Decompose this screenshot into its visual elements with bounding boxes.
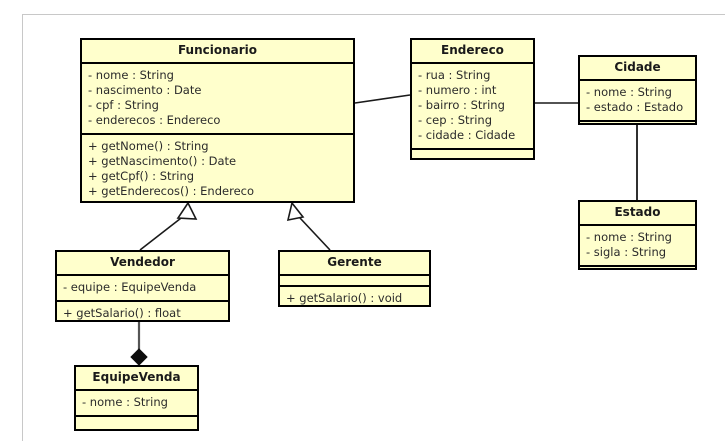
hollow-triangle-icon-gerente: [286, 201, 305, 222]
class-title-cidade: Cidade: [614, 60, 661, 74]
attributes-compartment-cidade: - nome : String - estado : Estado: [580, 79, 695, 120]
attribute-item: - nome : String: [82, 395, 168, 409]
attribute-item: - estado : Estado: [586, 100, 684, 114]
attributes-compartment-estado: - nome : String - sigla : String: [580, 224, 695, 265]
methods-compartment-estado: [580, 265, 695, 276]
uml-class-estado[interactable]: Estado - nome : String - sigla : String: [578, 200, 697, 270]
class-title-endereco: Endereco: [441, 43, 504, 57]
association-funcionario-endereco: [354, 94, 411, 104]
attribute-item: - cep : String: [418, 113, 493, 127]
attribute-item: - rua : String: [418, 68, 491, 82]
attribute-item: - equipe : EquipeVenda: [63, 280, 197, 294]
attribute-item: - cidade : Cidade: [418, 128, 516, 142]
methods-compartment-endereco: [412, 148, 533, 159]
canvas-frame: [22, 14, 725, 441]
method-item: + getNascimento() : Date: [88, 154, 237, 168]
attribute-item: - nascimento : Date: [88, 83, 202, 97]
attribute-item: - numero : int: [418, 83, 497, 97]
uml-class-gerente[interactable]: Gerente + getSalario() : void: [278, 250, 431, 307]
attribute-item: - nome : String: [586, 230, 672, 244]
uml-class-cidade[interactable]: Cidade - nome : String - estado : Estado: [578, 55, 697, 125]
class-title-funcionario: Funcionario: [177, 43, 258, 57]
class-title-estado: Estado: [614, 205, 661, 219]
method-item: + getNome() : String: [88, 139, 209, 153]
methods-compartment-gerente: + getSalario() : void: [280, 285, 429, 311]
attributes-compartment-gerente: [280, 274, 429, 285]
uml-class-vendedor[interactable]: Vendedor - equipe : EquipeVenda + getSal…: [55, 250, 230, 322]
attributes-compartment-endereco: - rua : String - numero : int - bairro :…: [412, 62, 533, 148]
methods-compartment-vendedor: + getSalario() : float: [57, 300, 228, 326]
generalization-line-gerente: [299, 217, 331, 251]
generalization-line-vendedor: [139, 214, 186, 251]
class-title-gerente: Gerente: [327, 255, 382, 269]
hollow-triangle-icon-vendedor: [176, 201, 198, 220]
filled-diamond-icon: [130, 348, 148, 366]
attribute-item: - nome : String: [586, 85, 672, 99]
methods-compartment-funcionario: + getNome() : String + getNascimento() :…: [82, 133, 353, 204]
uml-class-funcionario[interactable]: Funcionario - nome : String - nascimento…: [80, 38, 355, 203]
methods-compartment-cidade: [580, 120, 695, 131]
attribute-item: - nome : String: [88, 68, 174, 82]
method-item: + getCpf() : String: [88, 169, 195, 183]
method-item: + getSalario() : void: [286, 291, 403, 305]
class-title-equipevenda: EquipeVenda: [92, 370, 181, 384]
method-item: + getSalario() : float: [63, 306, 181, 320]
attribute-item: - sigla : String: [586, 245, 667, 259]
method-item: + getEnderecos() : Endereco: [88, 184, 255, 198]
attribute-item: - enderecos : Endereco: [88, 113, 221, 127]
methods-compartment-equipevenda: [76, 415, 197, 426]
uml-class-equipevenda[interactable]: EquipeVenda - nome : String: [74, 365, 199, 431]
attributes-compartment-vendedor: - equipe : EquipeVenda: [57, 274, 228, 300]
attribute-item: - cpf : String: [88, 98, 159, 112]
attributes-compartment-funcionario: - nome : String - nascimento : Date - cp…: [82, 62, 353, 133]
attribute-item: - bairro : String: [418, 98, 505, 112]
uml-class-endereco[interactable]: Endereco - rua : String - numero : int -…: [410, 38, 535, 160]
attributes-compartment-equipevenda: - nome : String: [76, 389, 197, 415]
class-title-vendedor: Vendedor: [110, 255, 175, 269]
